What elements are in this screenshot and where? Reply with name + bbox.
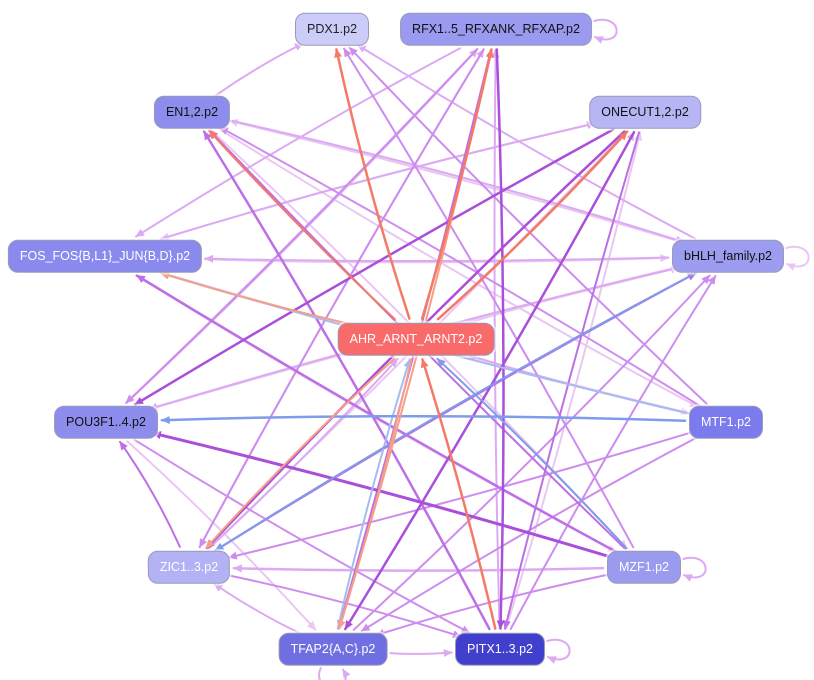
self-loop-rfx xyxy=(593,18,618,44)
edge-mtf1-pou3f xyxy=(160,414,687,424)
edge-bhlh-fos xyxy=(204,254,670,263)
edge-tfap2-zic xyxy=(213,582,300,634)
edge-pitx-bhlh xyxy=(509,275,717,630)
edge-mzf1-fos xyxy=(135,274,618,554)
node-ahr[interactable]: AHR_ARNT_ARNT2.p2 xyxy=(337,322,495,356)
node-bhlh[interactable]: bHLH_family.p2 xyxy=(671,239,785,273)
edge-onecut-tfap2 xyxy=(344,130,636,631)
edge-pitx-ahr xyxy=(420,358,497,630)
edge-rfx-fos xyxy=(135,47,462,238)
edge-pitx-en12 xyxy=(202,130,491,631)
self-loop-mzf1 xyxy=(682,556,707,582)
edge-mtf1-zic xyxy=(227,431,692,560)
edge-zic-pou3f xyxy=(119,440,181,548)
edge-rfx-pitx xyxy=(495,48,505,630)
node-onecut[interactable]: ONECUT1,2.p2 xyxy=(589,95,701,129)
edge-ahr-onecut xyxy=(436,130,629,321)
node-tfap2[interactable]: TFAP2{A,C}.p2 xyxy=(278,632,388,666)
edge-en12-pdx1 xyxy=(215,42,304,97)
edge-onecut-pou3f xyxy=(133,128,615,406)
edge-ahr-zic xyxy=(205,357,396,549)
edge-onecut-pitx xyxy=(503,131,640,630)
node-pdx1[interactable]: PDX1.p2 xyxy=(294,12,370,46)
edge-mzf1-pdx1 xyxy=(343,47,635,549)
edge-tfap2-bhlh xyxy=(352,274,711,631)
self-loop-pitx xyxy=(546,638,571,664)
node-mzf1[interactable]: MZF1.p2 xyxy=(606,550,682,584)
edge-pitx-onecut xyxy=(505,131,643,630)
edge-mtf1-pdx1 xyxy=(348,46,708,405)
edge-rfx-zic xyxy=(198,48,485,549)
edge-ahr-fos xyxy=(159,271,357,327)
edge-bhlh-zic xyxy=(214,272,697,552)
edge-pitx-rfx xyxy=(491,48,501,630)
edge-ahr-en12 xyxy=(208,129,396,321)
edge-ahr-pdx1 xyxy=(334,48,411,320)
edge-en12-mtf1 xyxy=(216,127,700,408)
edge-mtf1-en12 xyxy=(219,126,702,408)
node-pitx[interactable]: PITX1..3.p2 xyxy=(454,632,546,666)
edge-bhlh-pdx1 xyxy=(356,44,697,240)
edge-mzf1-ahr xyxy=(436,357,628,550)
edge-fos-mzf1 xyxy=(135,274,617,553)
edge-pou3f-pitx xyxy=(133,438,471,634)
node-fos[interactable]: FOS_FOS{B,L1}_JUN{B,D}.p2 xyxy=(7,239,203,273)
node-mtf1[interactable]: MTF1.p2 xyxy=(688,405,764,439)
node-zic[interactable]: ZIC1..3.p2 xyxy=(147,550,231,584)
edge-tfap2-pitx xyxy=(389,649,453,658)
edge-ahr-rfx xyxy=(420,48,494,320)
edge-fos-onecut xyxy=(159,121,597,240)
node-rfx[interactable]: RFX1..5_RFXANK_RFXAP.p2 xyxy=(400,12,592,46)
self-loop-bhlh xyxy=(785,245,810,271)
self-loop-tfap2 xyxy=(318,666,351,680)
edge-zic-ahr xyxy=(207,358,399,550)
node-pou3f[interactable]: POU3F1..4.p2 xyxy=(54,405,158,439)
node-en12[interactable]: EN1,2.p2 xyxy=(153,95,231,129)
edge-mzf1-tfap2 xyxy=(375,574,608,637)
edge-tfap2-ahr xyxy=(336,358,412,630)
